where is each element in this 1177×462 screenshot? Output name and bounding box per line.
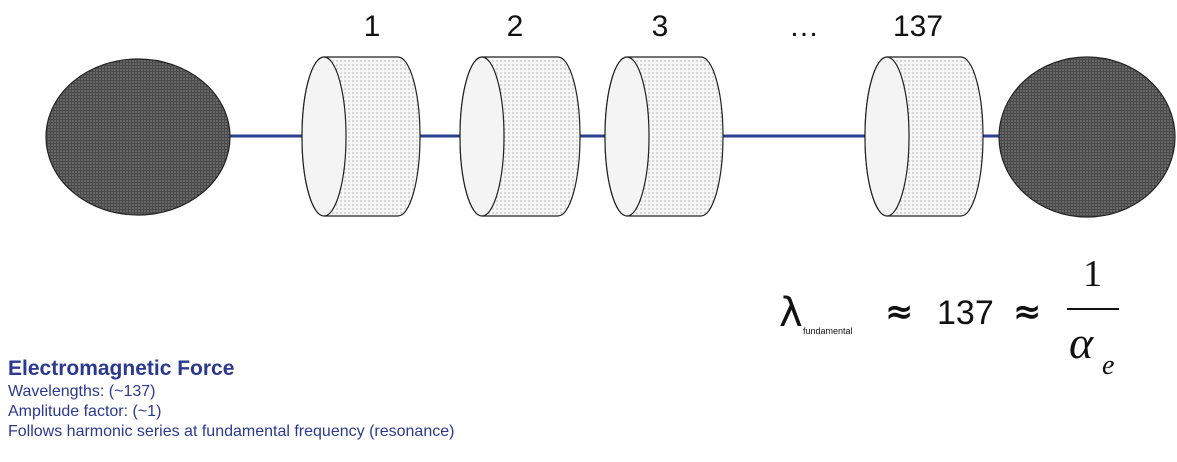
value-137: 137 <box>937 294 994 332</box>
cylinder-137 <box>864 56 984 217</box>
fraction-numerator: 1 <box>1083 253 1102 295</box>
caption-line-harmonic: Follows harmonic series at fundamental f… <box>8 423 455 440</box>
caption-line-amplitude: Amplitude factor: (~1) <box>8 403 162 420</box>
lambda-subscript: fundamental <box>803 326 853 336</box>
approx-sign-2: ≈ <box>1013 292 1042 332</box>
alpha-subscript: e <box>1102 350 1115 381</box>
left-sphere <box>45 58 231 216</box>
segment-label-2: 2 <box>506 10 524 43</box>
fine-structure-formula: λ fundamental ≈ 137 ≈ 1 α e <box>777 253 1167 460</box>
right-sphere <box>998 56 1176 218</box>
cylinder-1 <box>301 56 421 217</box>
caption-title: Electromagnetic Force <box>8 357 235 380</box>
alpha-symbol: α <box>1069 317 1094 368</box>
lambda-symbol: λ <box>779 290 803 336</box>
cylinder-2 <box>459 56 581 217</box>
segment-label-3: 3 <box>651 10 669 43</box>
fraction-bar <box>1067 308 1119 310</box>
segment-label-137: 137 <box>892 10 944 43</box>
approx-sign-1: ≈ <box>885 292 914 332</box>
segment-label-ellipsis: … <box>789 10 819 43</box>
standing-wave-diagram <box>45 56 1176 218</box>
caption-block: Electromagnetic Force Wavelengths: (~137… <box>8 356 454 442</box>
cylinder-3 <box>604 56 724 217</box>
caption-line-wavelengths: Wavelengths: (~137) <box>8 383 156 400</box>
segment-label-1: 1 <box>363 10 381 43</box>
